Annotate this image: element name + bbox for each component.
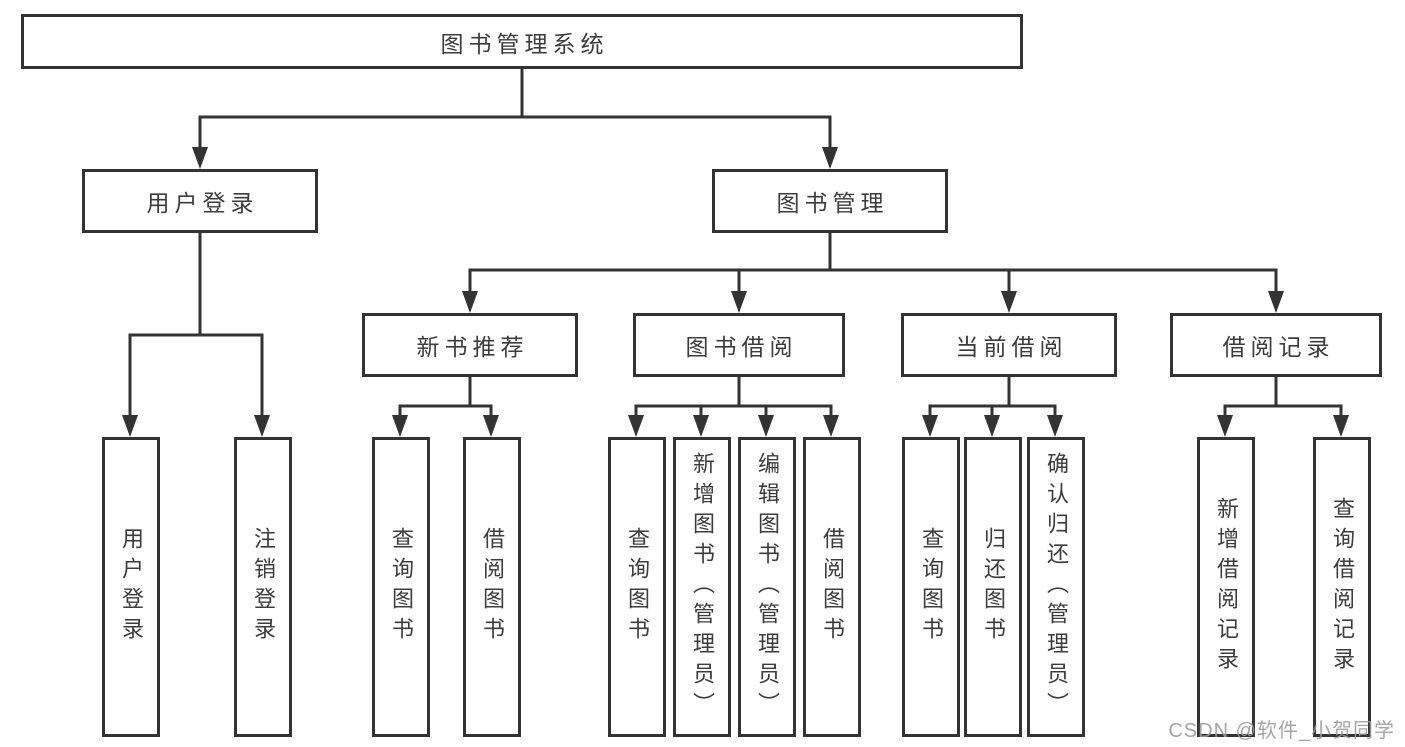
- node-label: 图书借阅: [685, 334, 798, 360]
- leaf-query-books-recommendation: 查询图书: [372, 437, 430, 737]
- node-label: 用户登录: [119, 527, 144, 647]
- leaf-add-books-admin: 新增图书（管理员）: [673, 437, 731, 737]
- node-label: 查询借阅记录: [1330, 497, 1355, 677]
- node-library-management-system: 图书管理系统: [21, 14, 1023, 69]
- node-label: 查询图书: [919, 527, 944, 647]
- leaf-logout: 注销登录: [234, 437, 292, 737]
- node-label: 用户登录: [146, 190, 259, 216]
- node-label: 借阅记录: [1222, 334, 1335, 360]
- node-label: 查询图书: [625, 527, 650, 647]
- leaf-query-borrowing-record: 查询借阅记录: [1313, 437, 1371, 737]
- node-current-borrowing: 当前借阅: [901, 313, 1117, 377]
- leaf-add-borrowing-record: 新增借阅记录: [1197, 437, 1255, 737]
- leaf-query-books-borrowing: 查询图书: [608, 437, 666, 737]
- leaf-borrow-books: 借阅图书: [803, 437, 861, 737]
- node-user-login: 用户登录: [82, 169, 318, 233]
- node-label: 注销登录: [251, 527, 276, 647]
- node-label: 借阅图书: [820, 527, 845, 647]
- leaf-borrow-books-recommendation: 借阅图书: [463, 437, 521, 737]
- node-label: 新增图书（管理员）: [690, 452, 715, 722]
- leaf-edit-books-admin: 编辑图书（管理员）: [738, 437, 796, 737]
- node-label: 借阅图书: [480, 527, 505, 647]
- node-label: 编辑图书（管理员）: [755, 452, 780, 722]
- arrowheads: [122, 147, 1349, 437]
- node-label: 图书管理系统: [440, 30, 609, 57]
- csdn-watermark: CSDN @软件_小贺同学: [1168, 720, 1395, 742]
- node-label: 归还图书: [981, 527, 1006, 647]
- leaf-confirm-return-admin: 确认归还（管理员）: [1027, 437, 1085, 737]
- node-new-book-recommendation: 新书推荐: [362, 313, 578, 377]
- node-label: 图书管理: [776, 190, 889, 216]
- node-label: 查询图书: [389, 527, 414, 647]
- node-label: 当前借阅: [955, 334, 1068, 360]
- node-book-management: 图书管理: [712, 169, 948, 233]
- node-label: 新增借阅记录: [1214, 497, 1239, 677]
- node-borrowing-records: 借阅记录: [1170, 313, 1382, 377]
- leaf-return-books: 归还图书: [964, 437, 1022, 737]
- node-label: 确认归还（管理员）: [1044, 452, 1069, 722]
- node-label: 新书推荐: [416, 334, 529, 360]
- leaf-user-login: 用户登录: [102, 437, 160, 737]
- node-book-borrowing: 图书借阅: [633, 313, 845, 377]
- leaf-query-books-current: 查询图书: [902, 437, 960, 737]
- tree-edges: [128, 67, 1343, 419]
